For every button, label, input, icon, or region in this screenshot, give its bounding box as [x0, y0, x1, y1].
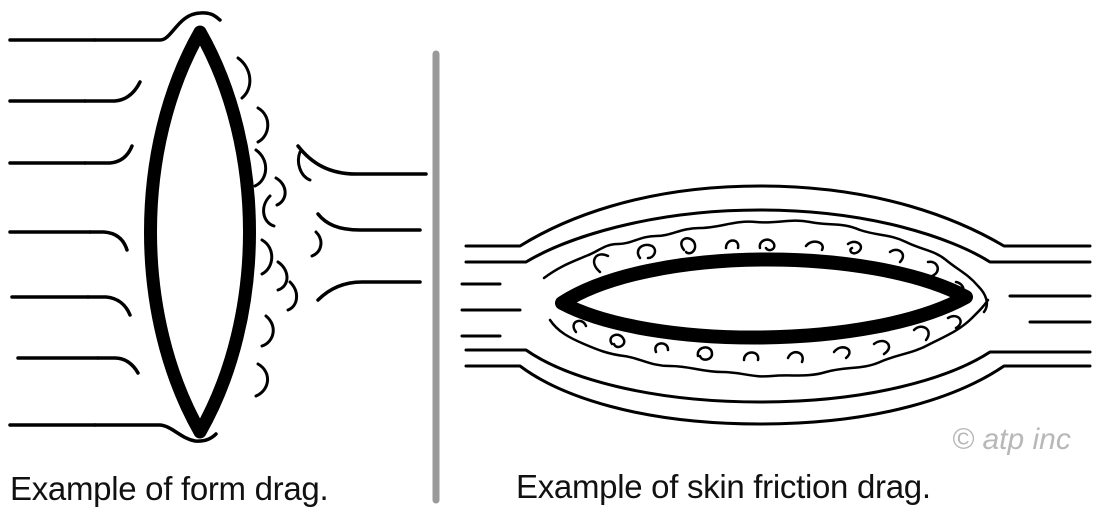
lens-body: [151, 32, 250, 432]
boundary-layer: [544, 221, 988, 377]
form-drag-diagram: [10, 13, 426, 441]
skin-friction-drag-diagram: [462, 186, 1090, 424]
copyright-watermark: © atp inc: [952, 423, 1071, 457]
outgoing-streamlines: [298, 146, 426, 300]
form-drag-caption: Example of form drag.: [10, 470, 328, 508]
incoming-streamlines: [10, 13, 220, 441]
skin-friction-drag-caption: Example of skin friction drag.: [516, 468, 931, 506]
streamlined-body: [562, 259, 966, 337]
